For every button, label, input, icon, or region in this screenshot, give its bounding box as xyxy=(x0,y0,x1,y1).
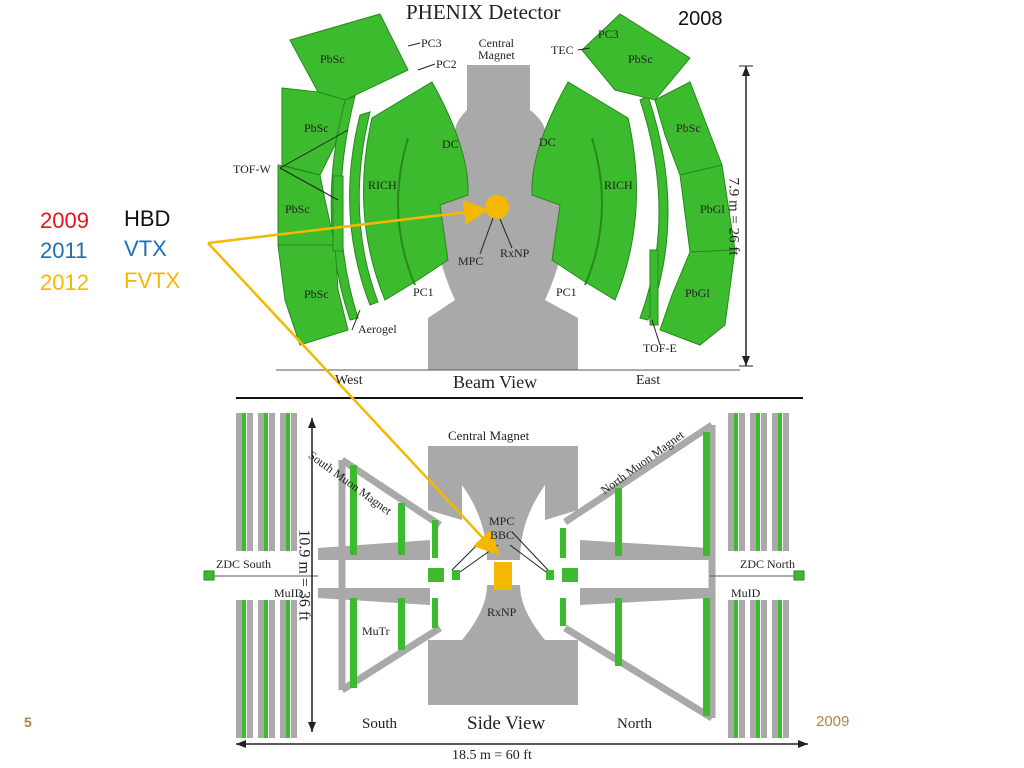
beam-view-caption: Beam View xyxy=(453,372,538,392)
pc3-east-label: PC3 xyxy=(598,27,619,41)
central-magnet-side xyxy=(428,446,578,520)
rich-west xyxy=(363,81,469,301)
upgrade-arrows xyxy=(207,199,500,556)
side-view-caption: Side View xyxy=(467,713,546,734)
beam-view xyxy=(276,13,753,371)
pbsc-west-3 xyxy=(277,164,336,246)
pbsc-label-e2: PbSc xyxy=(676,121,701,135)
dc-west-label: DC xyxy=(442,137,459,151)
pc3-west xyxy=(330,95,359,321)
zdc-south-label: ZDC South xyxy=(216,557,272,571)
side-height-label: 10.9 m = 36 ft xyxy=(295,529,313,621)
pc2-label: PC2 xyxy=(436,57,457,71)
pc1-west-label: PC1 xyxy=(413,285,434,299)
pbsc-label-w1: PbSc xyxy=(320,52,345,66)
pbgl-label-e1: PbGl xyxy=(700,202,725,216)
dc-east-label: DC xyxy=(539,135,556,149)
muid-south xyxy=(236,413,297,738)
aerogel-label: Aerogel xyxy=(358,322,397,336)
tofw-label: TOF-W xyxy=(233,162,271,176)
east-label: East xyxy=(636,373,661,388)
pbsc-west-1 xyxy=(289,13,409,101)
pbsc-label-e1: PbSc xyxy=(628,52,653,66)
bbc-side-label: BBC xyxy=(490,528,515,542)
north-label: North xyxy=(617,716,652,732)
muid-north xyxy=(728,413,789,738)
zdc-north-box xyxy=(793,570,805,581)
west-label: West xyxy=(335,373,363,388)
dc-west xyxy=(397,137,416,286)
pbgl-east-2 xyxy=(659,249,736,346)
pbsc-label-w4: PbSc xyxy=(304,287,329,301)
pc3-west-label: PC3 xyxy=(421,36,442,50)
south-label: South xyxy=(362,716,398,732)
pbsc-east-1 xyxy=(581,13,691,101)
mutr-panels xyxy=(350,432,710,716)
muid-south-label: MuID xyxy=(274,586,304,600)
pc3-east xyxy=(639,95,669,321)
dc-east xyxy=(584,137,603,286)
mutr-label: MuTr xyxy=(362,624,390,638)
mpc-side-label: MPC xyxy=(489,514,515,528)
south-muon-magnet-shape xyxy=(338,457,442,693)
mpc-beam-label: MPC xyxy=(458,254,484,268)
pbsc-west-2 xyxy=(281,87,346,176)
year-2008-label: 2008 xyxy=(678,8,723,30)
pbsc-label-w3: PbSc xyxy=(285,202,310,216)
upgrade-name-fvtx: FVTX xyxy=(124,268,181,293)
zdc-north-label: ZDC North xyxy=(740,557,795,571)
central-magnet-side-label: Central Magnet xyxy=(448,428,530,443)
beam-height-label: 7.9 m = 26 ft xyxy=(725,177,742,256)
hbd-vertex xyxy=(485,195,509,219)
diagram-title: PHENIX Detector xyxy=(406,0,561,24)
side-width-label: 18.5 m = 60 ft xyxy=(452,748,532,763)
fvtx-block xyxy=(494,562,512,590)
tec-label: TEC xyxy=(551,43,574,57)
upgrade-name-vtx: VTX xyxy=(124,236,167,261)
side-view xyxy=(203,413,808,748)
rich-west-label: RICH xyxy=(368,178,397,192)
north-muon-magnet-shape xyxy=(563,422,716,721)
rxnp-beam-label: RxNP xyxy=(500,246,530,260)
tofw-bar xyxy=(332,175,344,252)
pbgl-label-e2: PbGl xyxy=(685,286,710,300)
tofe-bar xyxy=(649,249,659,326)
pbsc-label-w2: PbSc xyxy=(304,121,329,135)
upgrade-year-fvtx: 2012 xyxy=(40,270,89,295)
upgrade-name-hbd: HBD xyxy=(124,206,171,231)
rich-east-label: RICH xyxy=(604,178,633,192)
rich-east xyxy=(531,81,637,301)
pc1-east-label: PC1 xyxy=(556,285,577,299)
upgrade-year-hbd: 2009 xyxy=(40,208,89,233)
upgrade-year-vtx: 2011 xyxy=(40,238,88,263)
year-2009-footer: 2009 xyxy=(816,713,850,730)
zdc-south-box xyxy=(203,570,215,581)
pc2-west xyxy=(349,111,379,306)
rxnp-side-label: RxNP xyxy=(487,605,517,619)
muid-north-label: MuID xyxy=(731,586,761,600)
page-number: 5 xyxy=(24,714,32,730)
tofe-label: TOF-E xyxy=(643,341,677,355)
